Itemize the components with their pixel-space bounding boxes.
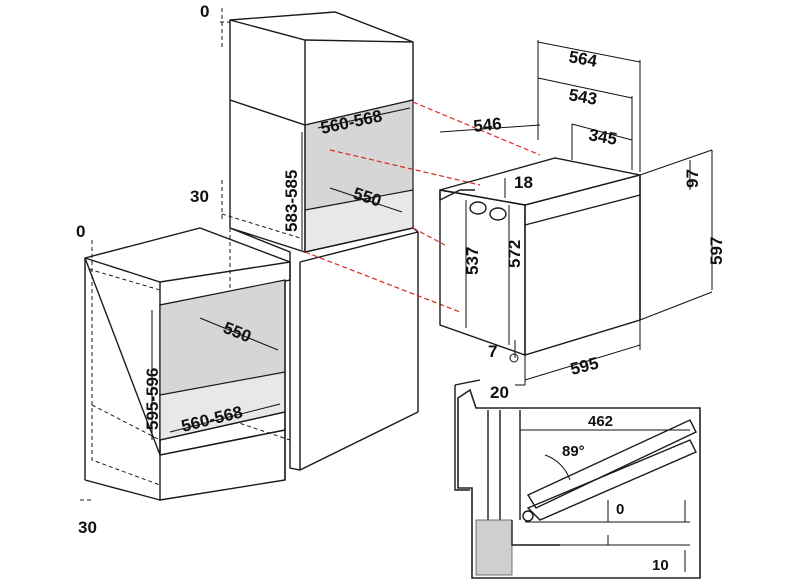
base-niche-height-label: 595-596	[143, 368, 162, 430]
oven-front-height-label: 572	[505, 240, 524, 268]
tall-top-offset-label: 0	[200, 2, 209, 21]
oven-overall-height-label: 597	[707, 237, 726, 265]
oven-width-label: 595	[568, 354, 600, 379]
base-cabinet	[80, 227, 291, 501]
oven-overall-depth-label: 564	[567, 47, 599, 71]
oven-front-offset-label: 20	[490, 383, 509, 402]
oven-front-depth-label: 546	[472, 114, 502, 136]
alignment-lines	[304, 101, 541, 313]
oven-control-depth-label: 345	[587, 125, 618, 149]
tall-cabinet	[220, 8, 419, 471]
oven-dimension-lines	[439, 40, 713, 386]
door-detail-inset	[454, 379, 701, 579]
oven-body-depth-label: 543	[567, 85, 598, 109]
oven-top-step-label: 18	[514, 173, 533, 192]
door-floor-gap-label: 10	[652, 557, 669, 574]
base-top-offset-label: 0	[76, 222, 85, 241]
base-bottom-offset-label: 30	[78, 518, 97, 537]
oven-bottom-step-label: 7	[488, 342, 497, 361]
tall-niche-height-label: 583-585	[282, 170, 301, 232]
oven-panel-height-label: 97	[683, 169, 702, 188]
door-open-depth-label: 462	[588, 413, 613, 430]
tall-side-offset-label: 30	[190, 187, 209, 206]
door-angle-label: 89°	[562, 443, 585, 460]
oven-body-height-label: 537	[463, 247, 482, 275]
door-lower-gap-label: 0	[616, 501, 624, 518]
